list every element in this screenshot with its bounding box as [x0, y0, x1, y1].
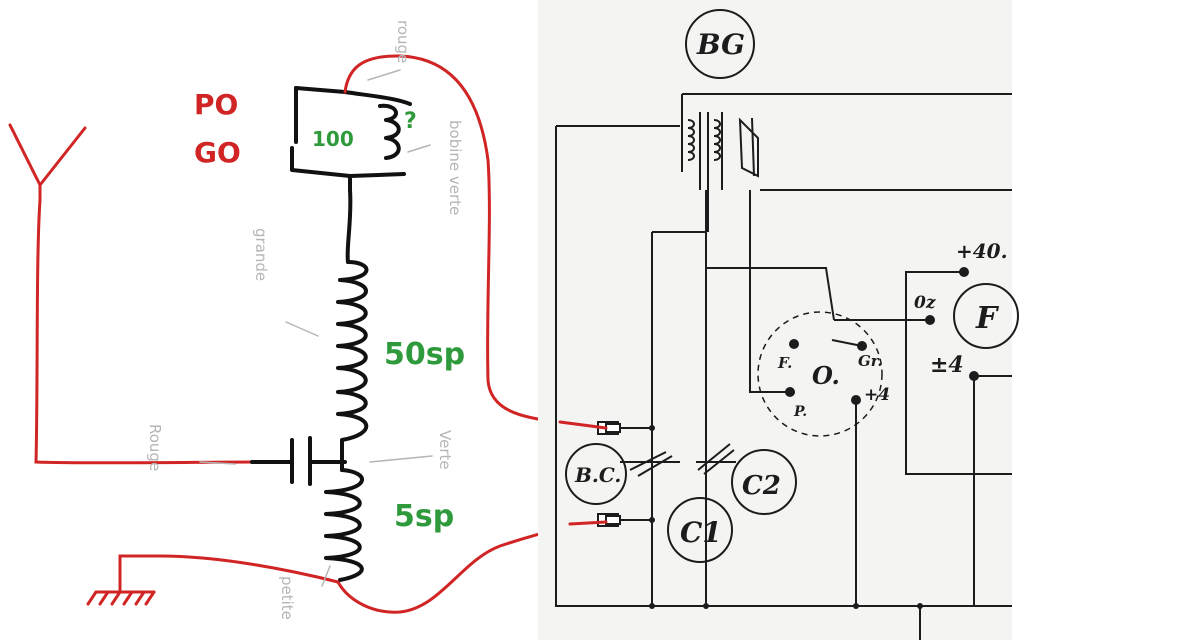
band-po-label: PO — [194, 88, 238, 121]
coil-unknown-label: ? — [404, 109, 417, 134]
circle-f — [953, 283, 1019, 349]
note-petite: petite — [278, 576, 296, 620]
note-bobine-verte: bobine verte — [446, 120, 464, 215]
antenna-wire — [34, 198, 258, 465]
label-tube-o: O. — [812, 361, 840, 390]
band-go-label: GO — [194, 136, 241, 169]
note-grande: grande — [252, 228, 270, 281]
coil-50-label: 50sp — [384, 337, 465, 372]
label-c1: C1 — [680, 516, 722, 549]
note-rouge: Rouge — [146, 424, 164, 471]
label-pin-plus4: +4 — [864, 385, 890, 405]
tube-socket — [757, 311, 883, 437]
ground-terminal — [597, 513, 621, 527]
schematic-wires — [555, 93, 1012, 640]
coil-100-label: 100 — [312, 127, 354, 151]
label-c2: C2 — [742, 471, 781, 501]
scan-paper — [538, 0, 1012, 640]
wire-end-antenna — [558, 420, 608, 430]
antenna-symbol — [8, 123, 87, 202]
sketch-coil-50 — [336, 260, 369, 472]
label-pin-f: F. — [777, 354, 792, 372]
label-term-pm4: ±4 — [930, 352, 964, 378]
note-rouge-top: rouge — [394, 20, 412, 63]
note-verte: Verte — [436, 430, 454, 470]
label-bg: BG — [696, 28, 745, 61]
wire-end-ground — [568, 520, 608, 526]
circle-c1 — [667, 497, 733, 563]
label-pin-p: P. — [793, 404, 807, 420]
label-term-oz: 0z — [914, 293, 936, 313]
label-bc: B.C. — [574, 463, 621, 487]
label-f: F — [975, 301, 1000, 336]
label-pin-gr: Gr. — [858, 352, 883, 370]
schematic-circles — [565, 9, 1019, 563]
circle-bc — [565, 443, 627, 505]
coil-5-label: 5sp — [394, 499, 454, 534]
ground-symbol — [86, 554, 340, 606]
sketch-coil-5 — [324, 468, 364, 582]
pencil-arrows — [199, 69, 433, 587]
circle-c2 — [731, 449, 797, 515]
circle-bg — [685, 9, 755, 79]
sketch-link-wire — [345, 188, 353, 264]
sketch-capacitor — [250, 436, 347, 486]
label-term-plus40: +40. — [956, 239, 1008, 263]
tube-pins — [649, 267, 979, 609]
